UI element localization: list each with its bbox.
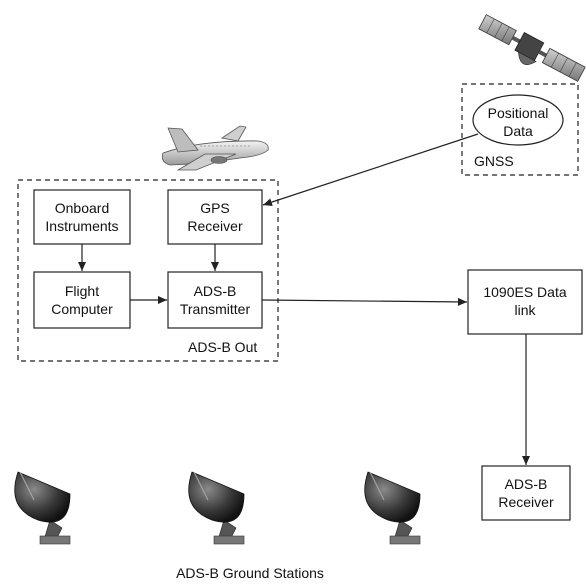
onboard-label-2: Instruments bbox=[45, 218, 118, 234]
ads-b-transmitter-node bbox=[167, 271, 263, 329]
datalink-label-2: link bbox=[514, 302, 536, 318]
satellite-icon bbox=[478, 14, 586, 82]
datalink-node bbox=[467, 269, 583, 335]
gnss-label: GNSS bbox=[474, 153, 514, 169]
onboard-instruments-node bbox=[33, 189, 131, 245]
positional-data-label-1: Positional bbox=[488, 105, 549, 121]
dish-icon bbox=[364, 471, 421, 545]
gps-receiver-node bbox=[167, 189, 263, 245]
airplane-icon bbox=[161, 125, 269, 171]
gnss-group bbox=[461, 83, 579, 176]
gps-label-1: GPS bbox=[200, 200, 230, 216]
ads-b-out-label: ADS-B Out bbox=[188, 339, 257, 355]
ads-b-receiver-node bbox=[481, 465, 571, 521]
ads-b-out-group bbox=[17, 179, 279, 362]
positional-data-label-2: Data bbox=[503, 123, 533, 139]
flight-label-2: Computer bbox=[51, 301, 113, 317]
datalink-label-1: 1090ES Data bbox=[483, 284, 566, 300]
receiver-label-1: ADS-B bbox=[505, 476, 548, 492]
dish-icon bbox=[14, 471, 71, 545]
flight-computer-node bbox=[33, 271, 131, 329]
receiver-label-2: Receiver bbox=[498, 494, 554, 510]
ground-stations-label: ADS-B Ground Stations bbox=[176, 565, 324, 581]
transmitter-label-1: ADS-B bbox=[194, 283, 237, 299]
transmitter-label-2: Transmitter bbox=[180, 301, 251, 317]
gps-label-2: Receiver bbox=[187, 218, 243, 234]
arrow-transmitter-to-datalink bbox=[261, 297, 468, 306]
onboard-label-1: Onboard bbox=[55, 200, 109, 216]
dish-icon bbox=[188, 471, 245, 545]
arrow-positional-to-gps bbox=[262, 133, 479, 206]
positional-data-node bbox=[472, 94, 564, 146]
flight-label-1: Flight bbox=[65, 283, 99, 299]
